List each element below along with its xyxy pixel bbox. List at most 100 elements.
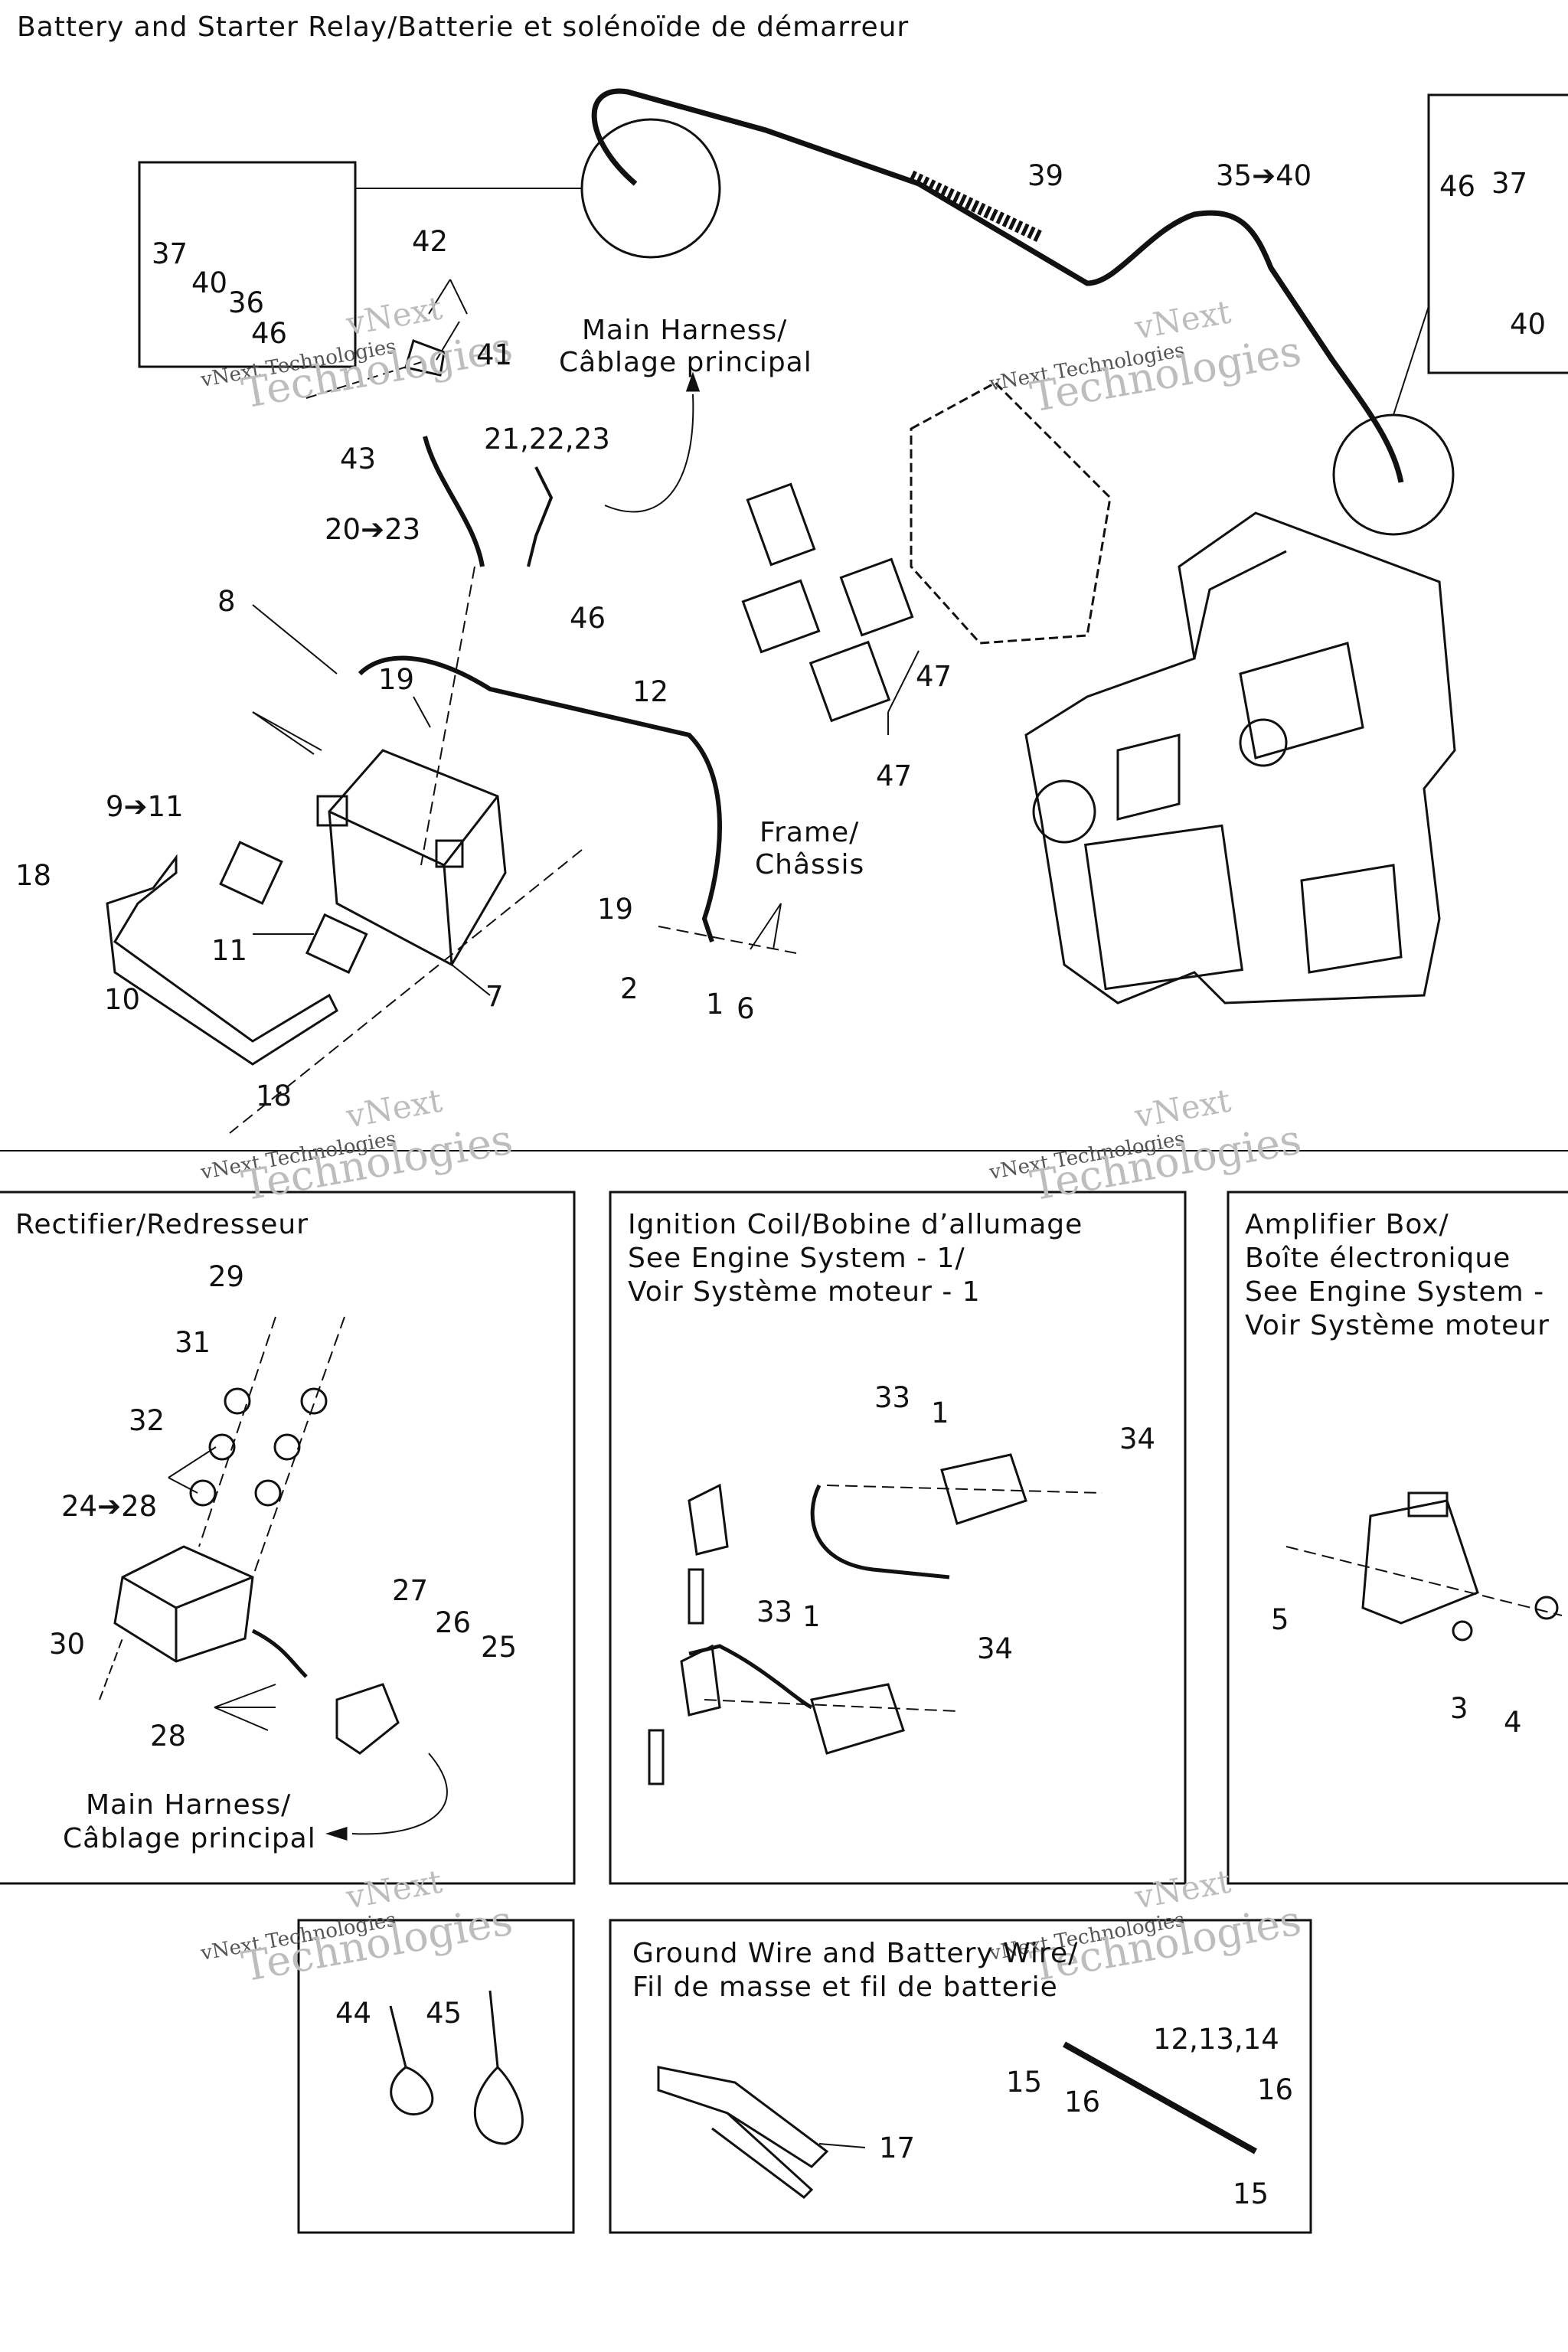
callout: 1 [802,1600,821,1633]
amplifier-section-title: Amplifier Box/ [1245,1209,1449,1240]
callout: 18 [256,1080,292,1112]
relay-cable [423,436,485,567]
pad [305,913,368,975]
callout: 21,22,23 [484,423,610,456]
main-harness-label: Main Harness/ [582,315,788,346]
rectifier-harness-label-fr: Câblage principal [63,1823,316,1854]
callout: 8 [217,585,236,618]
callout: 7 [485,980,504,1013]
callout: 34 [1119,1423,1156,1455]
callout: 37 [1491,167,1528,200]
battery-holder [106,854,338,1066]
inset-right [1427,93,1568,374]
callout: 29 [208,1260,245,1293]
callout: 11 [211,934,248,967]
callout: 3 [1450,1692,1468,1725]
callout: 42 [412,225,449,258]
ignition-coils [648,1453,1103,1785]
sleeve-39 [908,170,1044,243]
frame-label-fr: Châssis [755,849,865,880]
callout: 45 [426,1997,462,2030]
crimp-tool [657,2066,829,2168]
tie-strap-45 [474,1990,524,2145]
callout: 27 [392,1574,429,1607]
main-harness-label-fr: Câblage principal [559,347,812,378]
callout: 28 [150,1720,187,1753]
battery-wire [1063,2041,1257,2154]
callout: 32 [129,1404,165,1437]
detail-circle-left [580,118,721,259]
rectifier-section-title: Rectifier/Redresseur [15,1209,309,1240]
positive-cable [591,88,1404,483]
callout: 47 [916,660,952,693]
tie-frame [297,1919,575,2234]
amplifier-box [1285,1491,1563,1642]
callout: 39 [1027,159,1064,192]
callout: 16 [1257,2073,1294,2106]
callout: 5 [1271,1603,1289,1636]
callout: 10 [104,983,141,1016]
callout: 33 [874,1381,911,1414]
callout: 40 [191,266,228,299]
battery [316,749,507,967]
callout: 24➔28 [61,1490,158,1523]
callout: 35➔40 [1216,159,1312,192]
rectifier [99,1316,448,1841]
callout: 46 [251,317,288,350]
callout: 9➔11 [106,790,184,823]
ground-frame [609,1919,1312,2234]
callout: 40 [1510,308,1547,341]
callout: 30 [49,1628,86,1661]
amplifier-section-subtitle: See Engine System - [1245,1276,1545,1308]
amplifier-section-title-fr: Boîte électronique [1245,1243,1511,1274]
callout: 12,13,14 [1153,2023,1279,2056]
detail-circle-right [1332,413,1455,536]
amplifier-frame [1227,1191,1568,1885]
callout: 20➔23 [325,513,421,546]
rectifier-connector [335,1683,400,1755]
callout: 15 [1006,2066,1043,2099]
ground-section-title-fr: Fil de masse et fil de batterie [632,1971,1058,2003]
engine [1024,511,1456,1004]
callout: 26 [435,1606,472,1639]
callout: 19 [597,893,634,926]
callout: 18 [15,859,52,892]
ignition-section-subtitle-fr: Voir Système moteur - 1 [628,1276,981,1308]
ground-cable [358,655,722,942]
callout: 4 [1504,1706,1522,1739]
callout: 44 [335,1997,372,2030]
callout: 33 [756,1596,793,1628]
rectifier-harness-label: Main Harness/ [86,1789,292,1821]
callout: 47 [876,760,913,792]
callout: 16 [1064,2086,1101,2118]
callout: 6 [737,992,755,1025]
callout: 46 [1439,170,1476,203]
callout: 41 [476,338,513,371]
callout: 2 [620,972,639,1005]
tie-strap-44 [389,2005,434,2115]
callout: 43 [340,443,377,475]
ignition-frame [609,1191,1187,1885]
callout: 25 [481,1631,518,1664]
bracket [910,381,1112,645]
callout: 12 [632,675,669,708]
ignition-section-title: Ignition Coil/Bobine d’allumage [628,1209,1083,1240]
callout: 37 [152,237,188,270]
ignition-section-subtitle: See Engine System - 1/ [628,1243,965,1274]
callout: 36 [228,286,265,319]
starter-relay [404,339,446,377]
harness-arrow [604,394,694,513]
frame-label: Frame/ [760,817,860,848]
callout: 1 [931,1396,949,1429]
callout: 34 [977,1632,1014,1665]
callout: 17 [879,2132,916,2164]
rectifier-frame [0,1191,576,1885]
battery-section-title: Battery and Starter Relay/Batterie et so… [17,11,910,43]
callout: 15 [1233,2177,1269,2210]
callout: 46 [570,602,606,635]
callout: 31 [175,1326,211,1359]
callout: 1 [706,988,724,1021]
ground-section-title: Ground Wire and Battery Wire/ [632,1938,1079,1969]
rectifier-harness-arrow [351,1753,448,1835]
